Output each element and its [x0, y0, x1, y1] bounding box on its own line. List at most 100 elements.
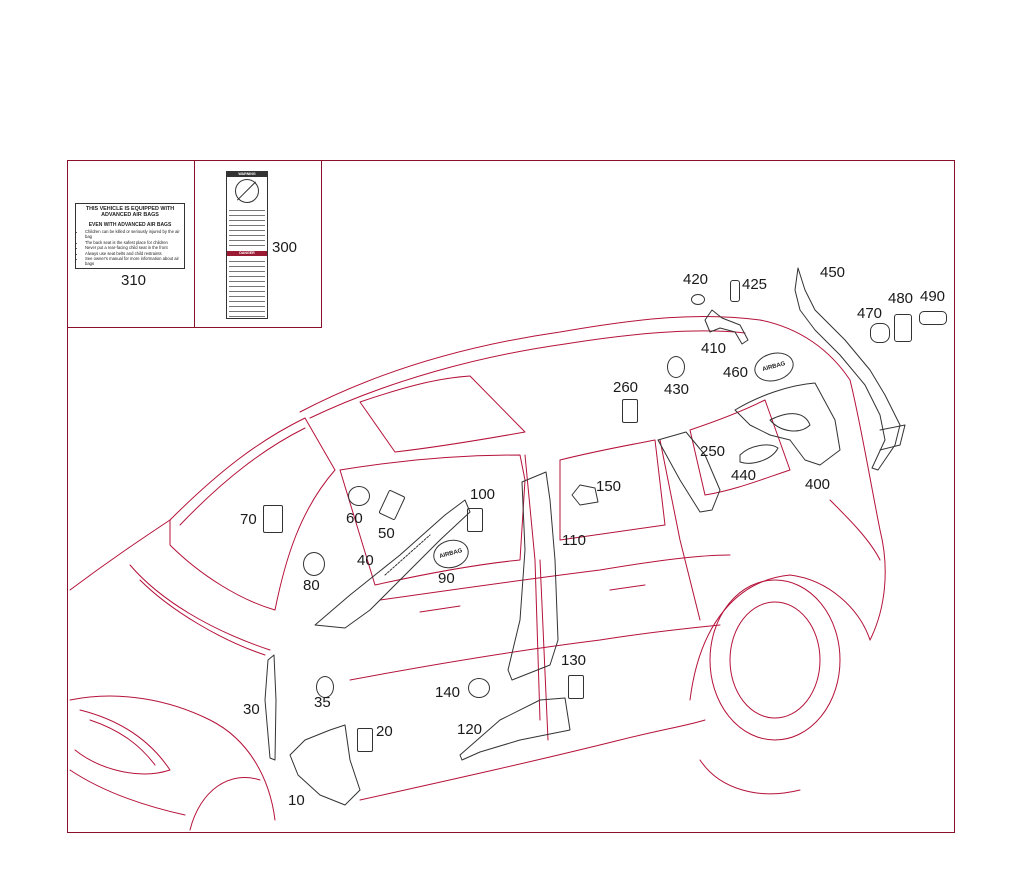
hood-line-2 — [139, 579, 266, 656]
part-400-trim — [734, 382, 841, 466]
rear-wheel-arch — [689, 574, 871, 701]
callout-10: 10 — [288, 792, 305, 809]
label310-bullet: Always use seat belts and child restrain… — [85, 251, 181, 256]
fastener-140 — [468, 678, 490, 698]
no-child-seat-icon — [235, 179, 259, 203]
headlight — [74, 709, 171, 775]
rear-door-window — [559, 439, 666, 541]
part-110-trim — [507, 471, 559, 681]
callout-260: 260 — [613, 379, 639, 396]
callout-40: 40 — [357, 552, 374, 569]
rocker-line — [359, 719, 706, 801]
inset-box-300 — [194, 160, 322, 328]
callout-430: 430 — [664, 381, 690, 398]
hood-line — [129, 564, 271, 651]
windshield — [169, 417, 336, 611]
door-handle-rear — [609, 584, 646, 591]
wheel-arch-front — [189, 776, 261, 831]
fastener-470 — [870, 323, 890, 343]
callout-20: 20 — [376, 723, 393, 740]
airbag-label-300: WARNING DANGER — [226, 171, 268, 319]
label310-subheading: EVEN WITH ADVANCED AIR BAGS — [88, 222, 172, 228]
diagram-frame — [67, 160, 955, 833]
part-450-detail — [879, 424, 906, 451]
fastener-60 — [348, 486, 370, 506]
label300-danger: DANGER — [227, 251, 267, 256]
part-250-trim — [657, 431, 721, 513]
label310-bullet: The back seat is the safest place for ch… — [85, 240, 181, 245]
callout-490: 490 — [920, 288, 946, 305]
hood-front — [69, 695, 276, 821]
clip-70 — [263, 505, 283, 533]
label300-text-block-2 — [227, 256, 267, 318]
callout-70: 70 — [240, 511, 257, 528]
rear-wheel-inner — [729, 601, 821, 719]
part-440-grille — [739, 444, 779, 464]
label310-bullet: Never put a rear-facing child seat in th… — [85, 245, 181, 250]
door-line-1 — [379, 554, 731, 601]
windshield-inner — [179, 427, 306, 526]
part-40-grille — [384, 534, 431, 576]
callout-400: 400 — [805, 476, 831, 493]
door-line-2 — [349, 624, 721, 681]
part-10-trim — [289, 724, 361, 806]
part-40-trim — [314, 499, 471, 629]
roof-outline — [299, 315, 851, 413]
door-handle-front — [419, 605, 461, 613]
label310-bullets: Children can be killed or seriously inju… — [79, 229, 181, 267]
callout-440: 440 — [731, 467, 757, 484]
callout-425: 425 — [742, 276, 768, 293]
callout-470: 470 — [857, 305, 883, 322]
callout-90: 90 — [438, 570, 455, 587]
part-450-trim — [794, 267, 901, 471]
callout-60: 60 — [346, 510, 363, 527]
callout-140: 140 — [435, 684, 461, 701]
fastener-80 — [303, 552, 325, 576]
part-400-speaker — [769, 413, 811, 432]
b-pillar-line — [524, 454, 541, 721]
hood — [69, 519, 171, 591]
rear-body-2 — [829, 499, 881, 561]
part-410-bracket — [704, 309, 749, 345]
callout-110: 110 — [562, 532, 586, 549]
fastener-425 — [730, 280, 740, 302]
rear-wheel-outer — [709, 579, 841, 741]
callout-410: 410 — [701, 340, 727, 357]
callout-460: 460 — [723, 364, 749, 381]
part-30-trim — [264, 654, 277, 761]
label300-text-block — [227, 205, 267, 248]
callout-120: 120 — [457, 721, 483, 738]
door-gap — [539, 559, 549, 741]
clip-20 — [357, 728, 373, 752]
callout-480: 480 — [888, 290, 914, 307]
quarter-window — [689, 399, 791, 496]
callout-250: 250 — [700, 443, 726, 460]
rear-body — [849, 379, 886, 641]
clip-100 — [467, 508, 483, 532]
callout-30: 30 — [243, 701, 260, 718]
sunroof — [359, 375, 526, 453]
callout-450: 450 — [820, 264, 846, 281]
airbag-label-310: THIS VEHICLE IS EQUIPPED WITH ADVANCED A… — [75, 203, 185, 269]
label300-warning: WARNING — [227, 172, 267, 177]
airbag-text: AIRBAG — [438, 548, 464, 560]
fastener-480 — [894, 314, 912, 342]
headlight-inner — [89, 719, 156, 766]
callout-50: 50 — [378, 525, 395, 542]
callout-420: 420 — [683, 271, 709, 288]
fastener-490 — [919, 311, 947, 325]
clip-260 — [622, 399, 638, 423]
rear-wheel-arch-2 — [699, 759, 801, 795]
callout-80: 80 — [303, 577, 320, 594]
clip-130 — [568, 675, 584, 699]
roof-inner — [309, 330, 746, 419]
callout-150: 150 — [596, 478, 622, 495]
callout-100: 100 — [470, 486, 496, 503]
fastener-420 — [691, 294, 705, 305]
bumper — [69, 769, 186, 816]
label310-bullet: See owner's manual for more information … — [85, 256, 181, 267]
label310-bullet: Children can be killed or seriously inju… — [85, 229, 181, 240]
airbag-text: AIRBAG — [761, 361, 787, 373]
label310-heading: THIS VEHICLE IS EQUIPPED WITH ADVANCED A… — [85, 206, 175, 218]
